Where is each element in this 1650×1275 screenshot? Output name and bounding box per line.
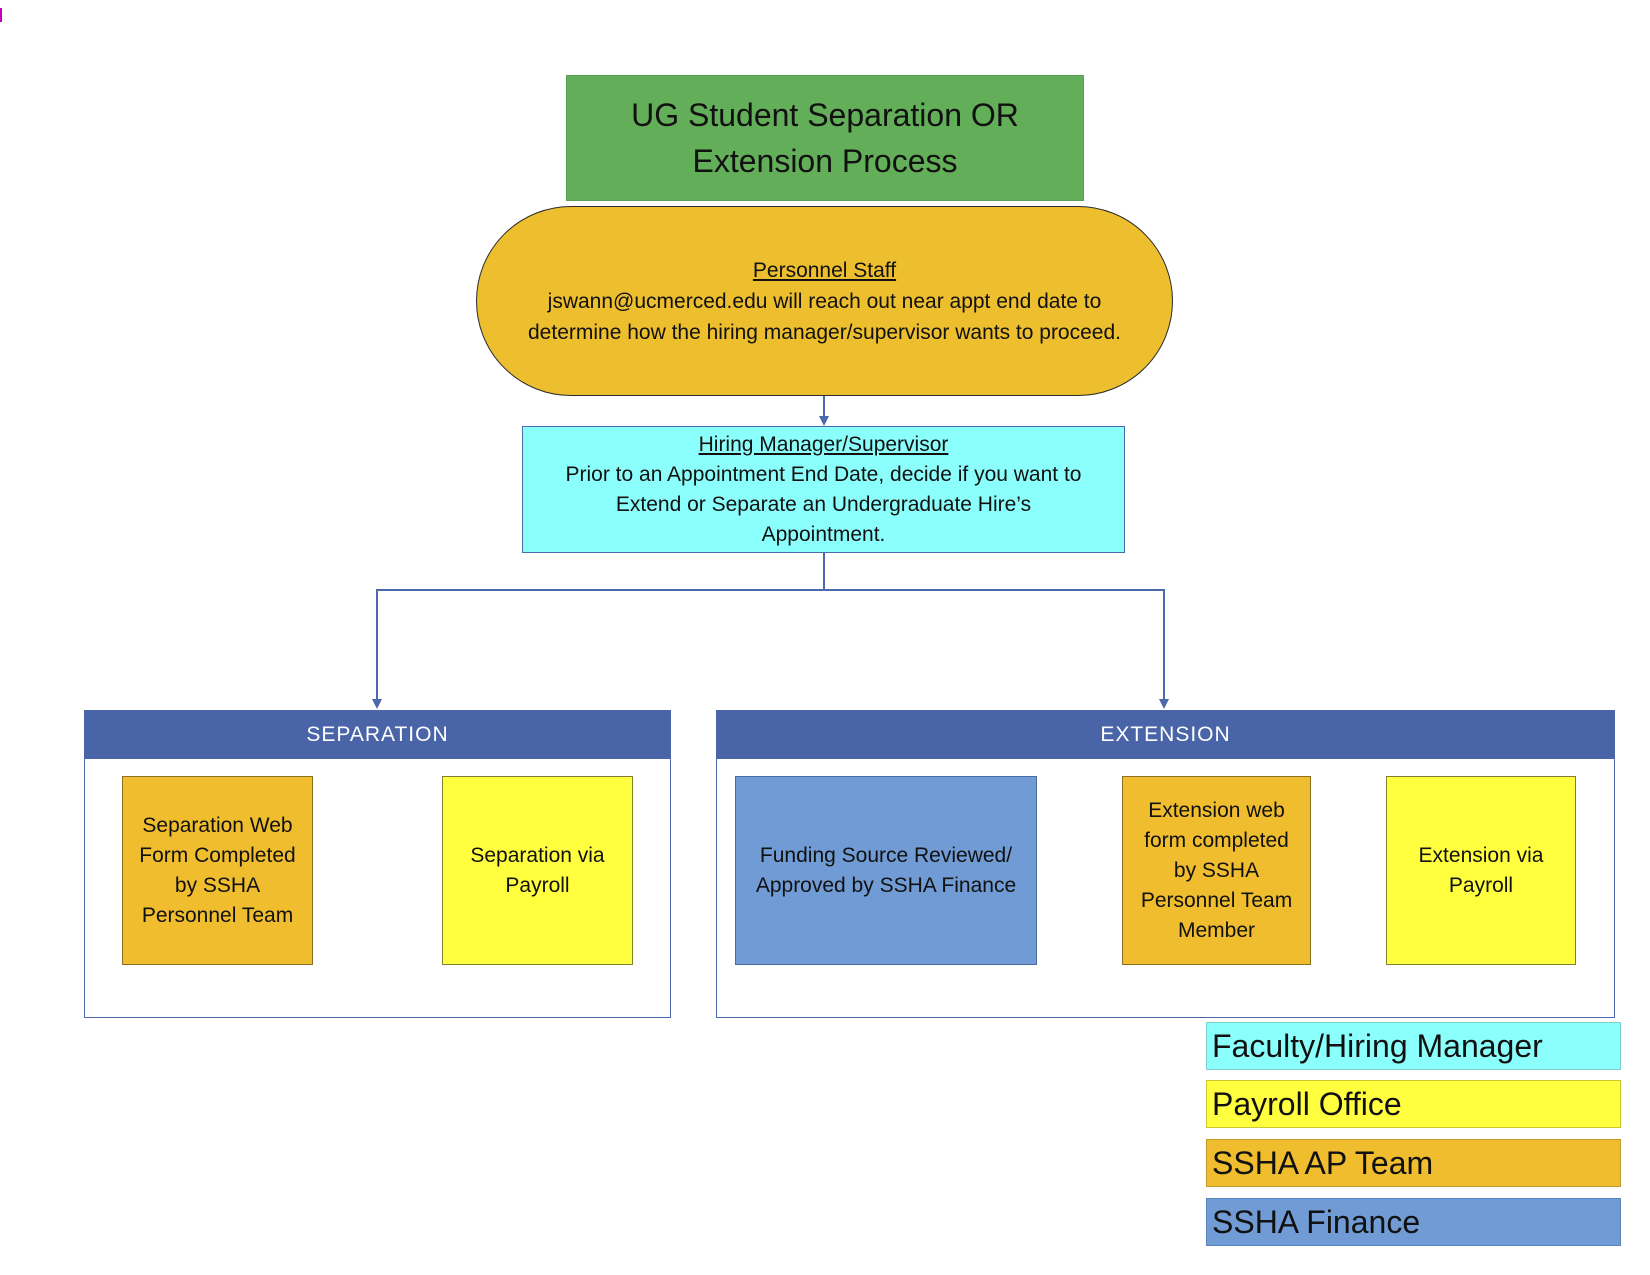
extension-step1-line: Funding Source Reviewed/ bbox=[759, 843, 1013, 867]
legend-item-faculty-hiring-manager: Faculty/Hiring Manager bbox=[1206, 1022, 1621, 1070]
extension-web-form-node: Extension web form completed by SSHA Per… bbox=[1122, 776, 1311, 965]
edge-marker bbox=[0, 8, 2, 22]
separation-step2-line: Payroll bbox=[505, 873, 570, 897]
extension-step2-line: Personnel Team bbox=[1140, 888, 1293, 912]
hiring-manager-line-2: Extend or Separate an Undergraduate Hire… bbox=[615, 492, 1032, 516]
extension-header: EXTENSION bbox=[717, 711, 1614, 759]
funding-source-node: Funding Source Reviewed/ Approved by SSH… bbox=[735, 776, 1037, 965]
extension-step2-line: by SSHA bbox=[1173, 858, 1260, 882]
personnel-staff-node: Personnel Staff jswann@ucmerced.edu will… bbox=[476, 206, 1173, 396]
extension-step3-line: Payroll bbox=[1448, 873, 1514, 897]
personnel-staff-line-1: jswann@ucmerced.edu will reach out near … bbox=[547, 289, 1102, 313]
title-line-2: Extension Process bbox=[692, 143, 958, 179]
hiring-manager-node: Hiring Manager/Supervisor Prior to an Ap… bbox=[522, 426, 1125, 553]
extension-via-payroll-node: Extension via Payroll bbox=[1386, 776, 1576, 965]
legend-item-ssha-finance: SSHA Finance bbox=[1206, 1198, 1621, 1246]
legend-item-ssha-ap-team: SSHA AP Team bbox=[1206, 1139, 1621, 1187]
personnel-staff-line-2: determine how the hiring manager/supervi… bbox=[528, 320, 1121, 344]
extension-step2-line: Member bbox=[1177, 918, 1256, 942]
hiring-manager-line-1: Prior to an Appointment End Date, decide… bbox=[565, 462, 1082, 486]
separation-step1-line: Separation Web bbox=[142, 813, 293, 837]
separation-step1-line: Form Completed bbox=[139, 843, 296, 867]
connector-hiring-manager-to-extension bbox=[824, 589, 1169, 709]
title-line-1: UG Student Separation OR bbox=[631, 97, 1019, 133]
diagram-title-box: UG Student Separation OR Extension Proce… bbox=[566, 75, 1084, 201]
separation-step2-line: Separation via bbox=[470, 843, 605, 867]
separation-step1-line: by SSHA bbox=[174, 873, 261, 897]
extension-step3-line: Extension via bbox=[1418, 843, 1544, 867]
separation-via-payroll-node: Separation via Payroll bbox=[442, 776, 633, 965]
separation-step1-line: Personnel Team bbox=[141, 903, 294, 927]
connector-hiring-manager-to-separation bbox=[372, 553, 825, 709]
personnel-staff-heading: Personnel Staff bbox=[752, 258, 897, 282]
extension-step2-line: form completed bbox=[1144, 828, 1289, 852]
legend-item-payroll-office: Payroll Office bbox=[1206, 1080, 1621, 1128]
separation-header: SEPARATION bbox=[85, 711, 670, 759]
extension-step1-line: Approved by SSHA Finance bbox=[755, 873, 1017, 897]
hiring-manager-heading: Hiring Manager/Supervisor bbox=[698, 432, 949, 456]
hiring-manager-line-3: Appointment. bbox=[761, 522, 886, 546]
extension-step2-line: Extension web bbox=[1148, 798, 1285, 822]
separation-web-form-node: Separation Web Form Completed by SSHA Pe… bbox=[122, 776, 313, 965]
